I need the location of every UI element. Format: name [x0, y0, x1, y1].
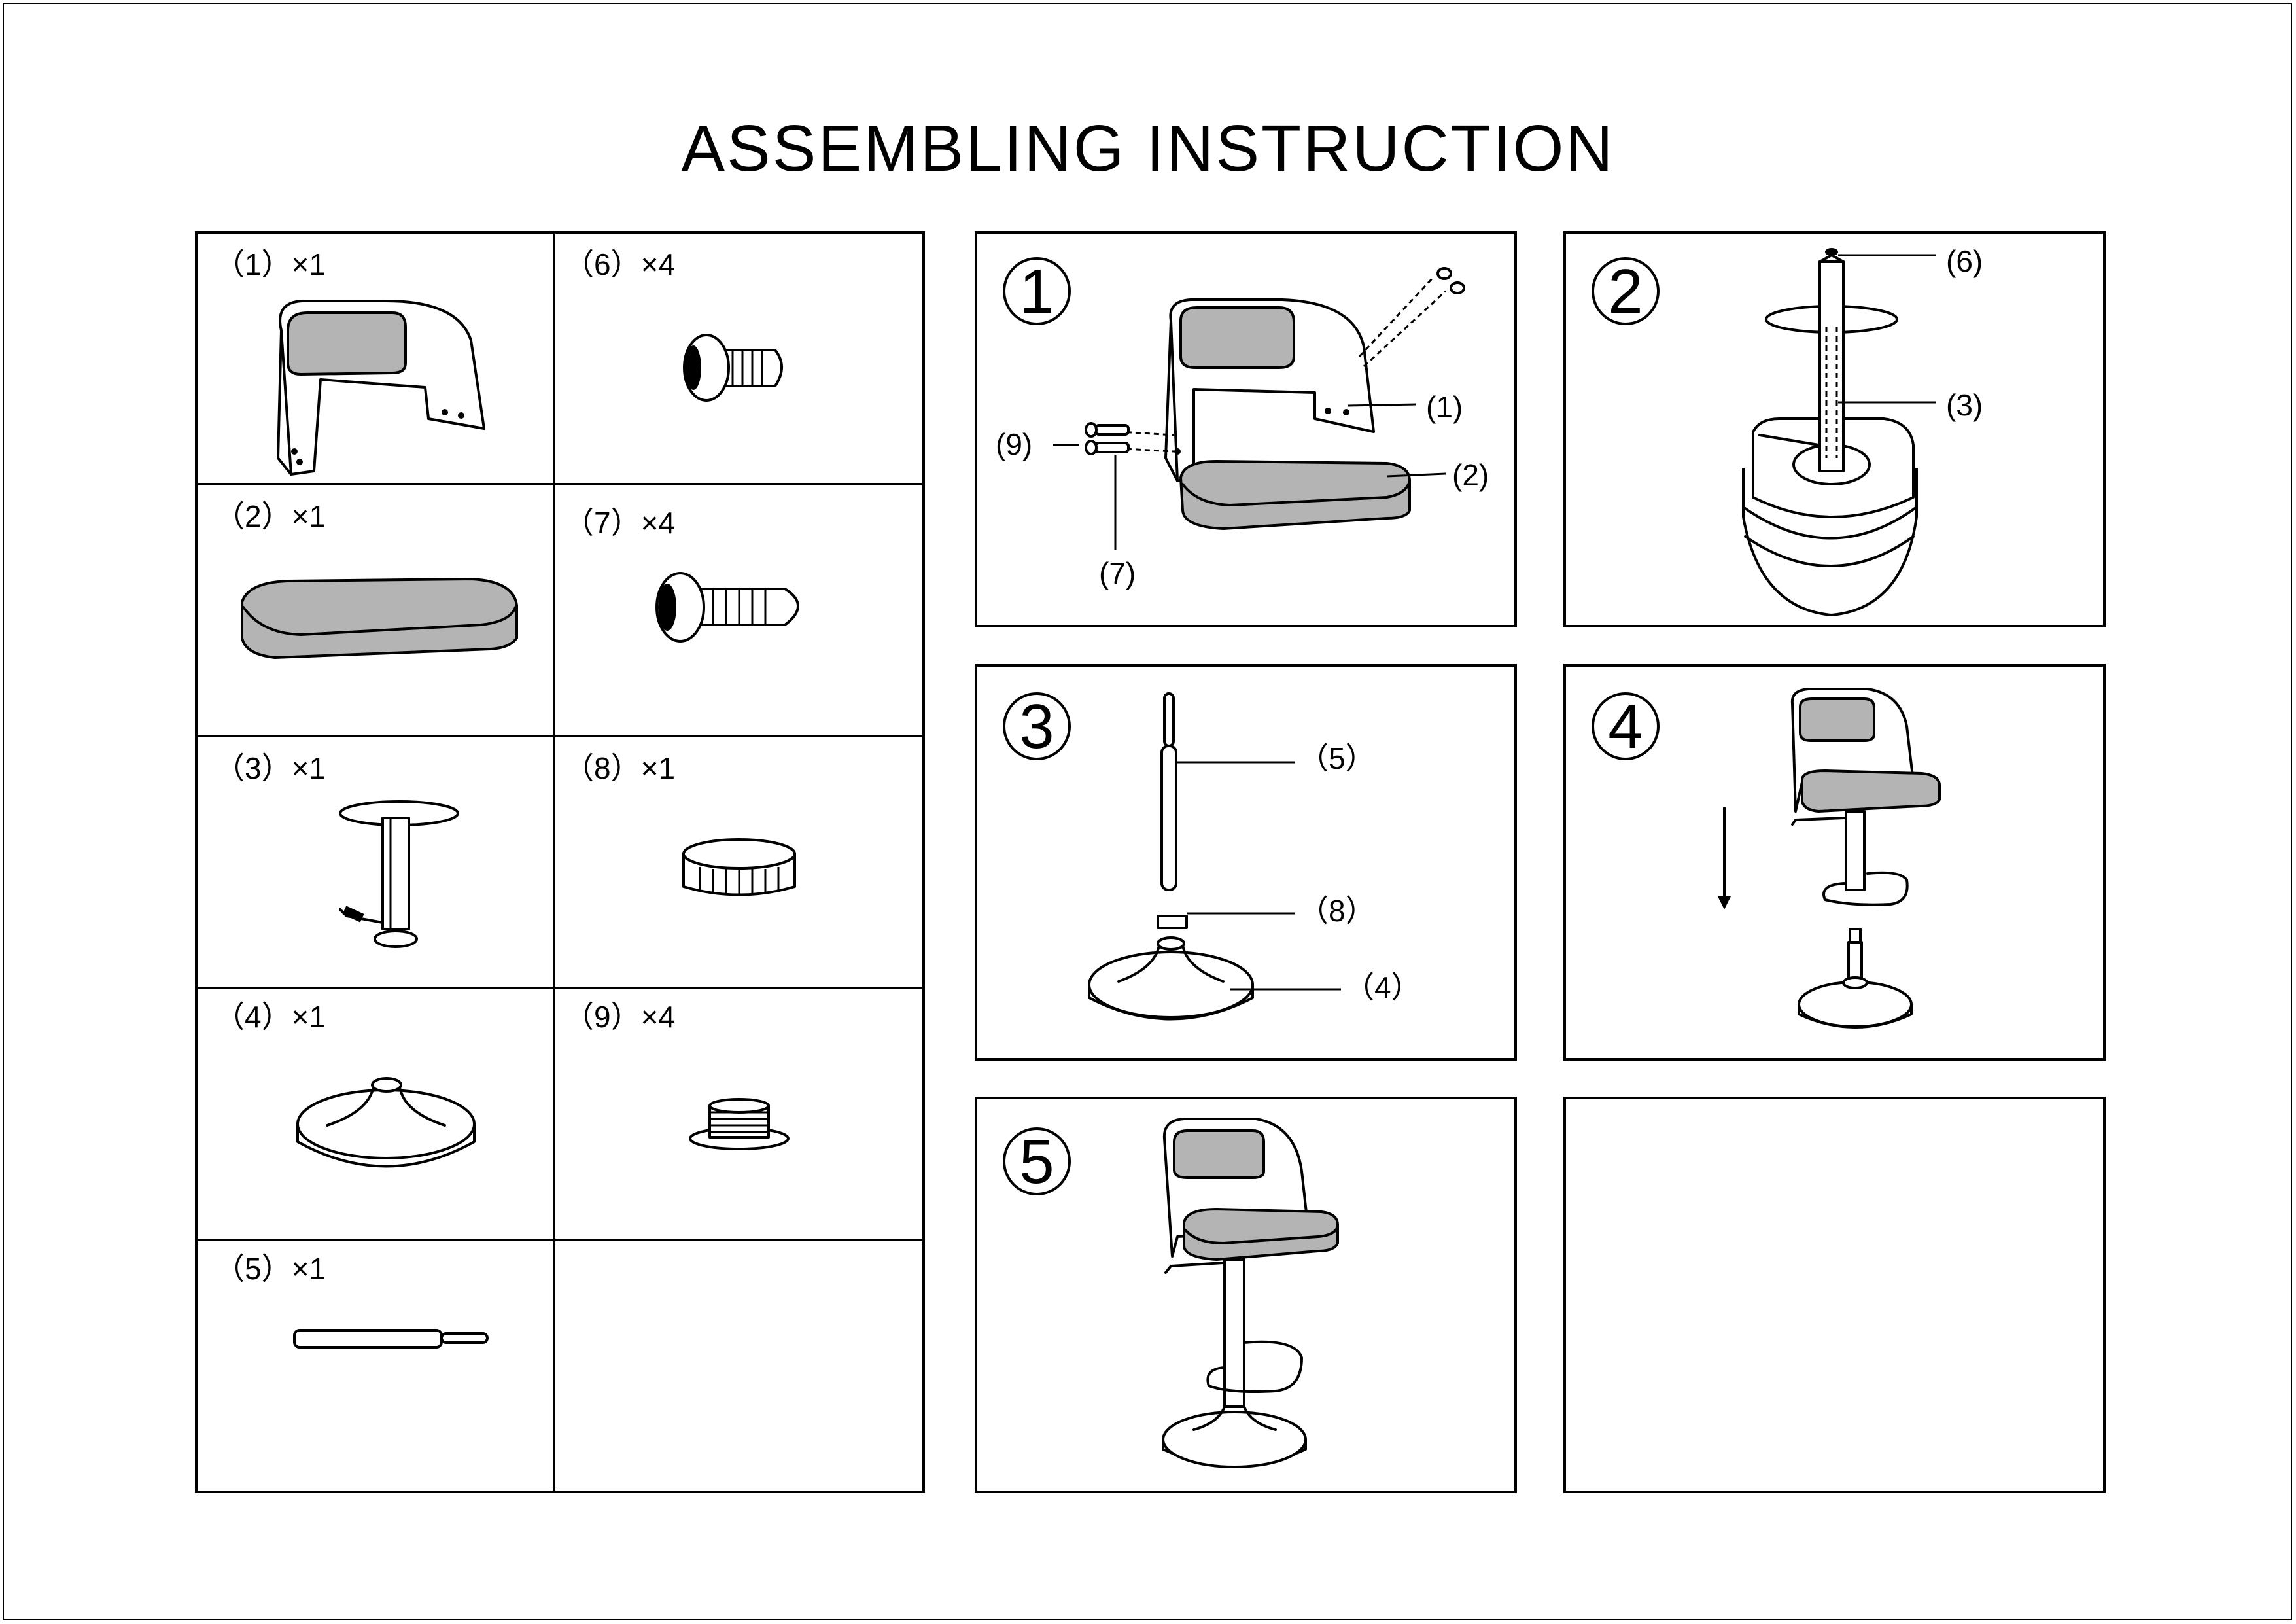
step-3-drawing: [1088, 692, 1341, 1021]
part-label-5: （5）×1: [215, 1252, 326, 1286]
step-1-callout-1: (1): [1426, 390, 1463, 424]
cap-drawing: [682, 838, 796, 896]
step-1-badge: [1003, 257, 1071, 325]
step-2-callout-6: (6): [1946, 244, 1983, 278]
page-frame: [3, 3, 2292, 1620]
part-label-1: （1）×1: [215, 247, 326, 281]
step-1-callout-7: (7): [1099, 556, 1136, 590]
step-2-drawing: [1742, 248, 1936, 616]
page-title: ASSEMBLING INSTRUCTION: [681, 112, 1615, 185]
step-4-badge: [1592, 692, 1660, 760]
step-3-callout-8: （8）: [1298, 894, 1376, 928]
washer-drawing: [689, 1098, 790, 1150]
part-label-6: （6）×4: [564, 247, 675, 281]
seat-mechanism-drawing: [339, 800, 459, 948]
step-1-callout-9: (9): [996, 427, 1032, 461]
part-label-3: （3）×1: [215, 751, 326, 785]
back-shell-drawing: [277, 300, 485, 476]
seat-cushion-drawing: [241, 578, 518, 659]
step-3-badge: [1003, 692, 1071, 760]
step-2-number: 2: [1608, 256, 1643, 327]
screw-long-drawing: [655, 572, 799, 643]
step-5-drawing: [1162, 1118, 1339, 1468]
step-5-badge: [1003, 1127, 1071, 1195]
step-2-callout-3: (3): [1946, 388, 1983, 422]
part-label-4: （4）×1: [215, 1000, 326, 1034]
parts-table: [195, 231, 925, 1493]
step-5-number: 5: [1019, 1127, 1054, 1197]
screw-short-drawing: [683, 334, 783, 402]
step-4-number: 4: [1608, 692, 1643, 762]
step-3-callout-5: （5）: [1298, 741, 1376, 775]
step-1-number: 1: [1019, 256, 1054, 327]
step-4-drawing: [1718, 688, 1941, 1029]
part-label-9: （9）×4: [564, 1000, 675, 1034]
step-3-number: 3: [1019, 692, 1054, 762]
part-label-8: （8）×1: [564, 751, 675, 785]
gas-lift-drawing: [293, 1329, 489, 1349]
step-1-drawing: [1053, 267, 1465, 550]
part-label-2: （2）×1: [215, 499, 326, 533]
base-drawing: [296, 1077, 476, 1168]
step-1-callout-2: (2): [1452, 458, 1489, 492]
step-panels: [975, 231, 2106, 1493]
step-2-badge: [1592, 257, 1660, 325]
step-3-callout-4: （4）: [1344, 970, 1421, 1004]
part-label-7: （7）×4: [564, 506, 675, 540]
